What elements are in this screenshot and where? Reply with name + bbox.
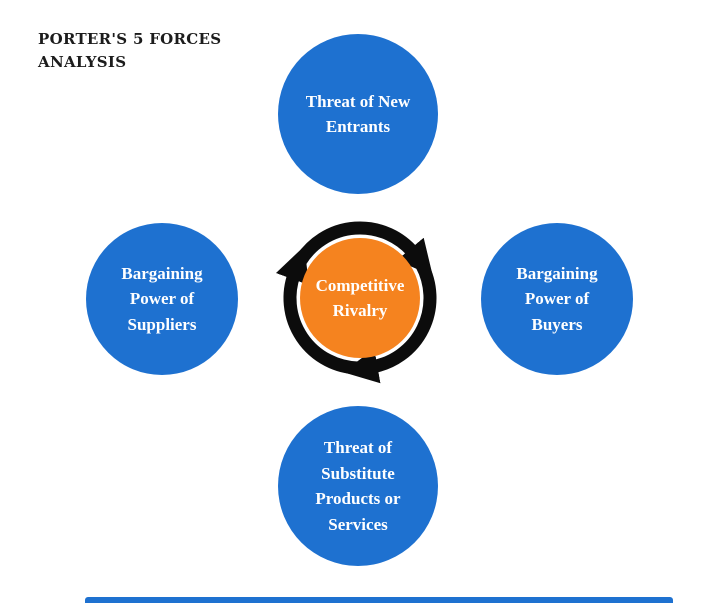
- page-title: PORTER'S 5 FORCES ANALYSIS: [38, 28, 221, 75]
- node-competitive-rivalry: Competitive Rivalry: [300, 238, 420, 358]
- node-threat-of-new-entrants: Threat of New Entrants: [278, 34, 438, 194]
- node-bargaining-power-of-buyers: Bargaining Power of Buyers: [481, 223, 633, 375]
- node-label: Competitive Rivalry: [315, 275, 405, 321]
- clockwise-cycle-arrows-icon: [275, 221, 437, 384]
- node-label: Threat of New Entrants: [305, 91, 411, 137]
- node-threat-of-substitute-products: Threat of Substitute Products or Service…: [278, 406, 438, 566]
- node-label: Bargaining Power of Suppliers: [121, 263, 203, 334]
- page-title-line1: PORTER'S 5 FORCES: [38, 30, 222, 48]
- node-bargaining-power-of-suppliers: Bargaining Power of Suppliers: [86, 223, 238, 375]
- bottom-cropped-shape: [85, 597, 673, 603]
- page-title-line2: ANALYSIS: [38, 53, 127, 72]
- node-label: Threat of Substitute Products or Service…: [315, 438, 401, 534]
- node-label: Bargaining Power of Buyers: [516, 263, 598, 334]
